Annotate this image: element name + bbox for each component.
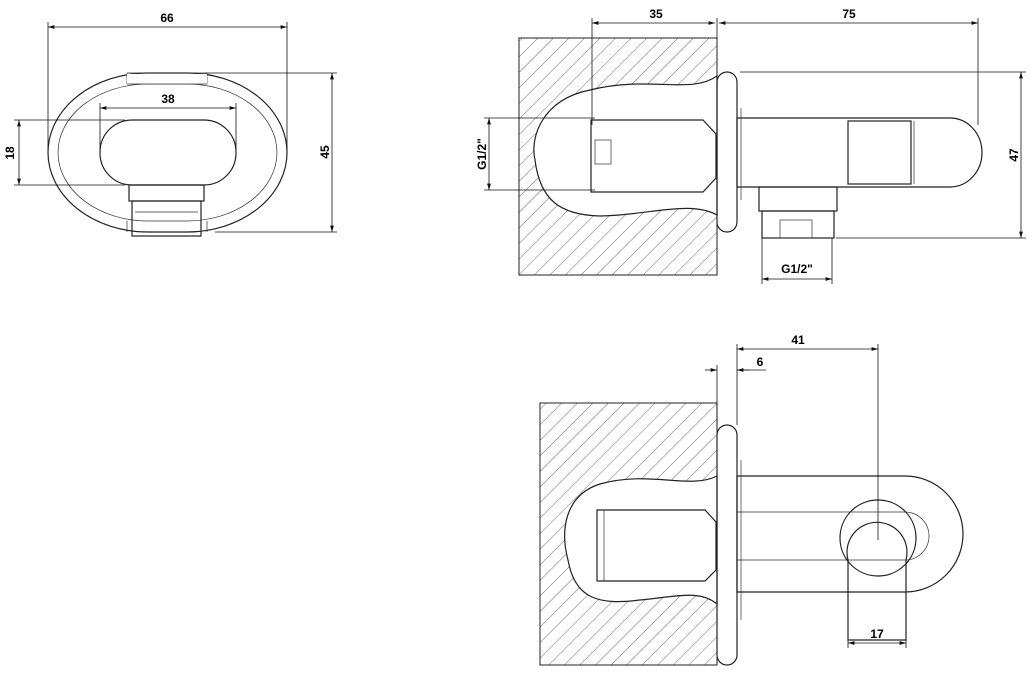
body [736,475,964,593]
dim-75: 75 [842,7,856,21]
dim-6: 6 [757,355,764,369]
dim-outlet-thread: G1/2" [781,262,813,276]
flange [716,424,738,666]
flange [716,71,738,233]
front-view: 66 38 18 45 [3,11,337,237]
body [736,117,983,188]
inlet-thread [596,509,717,582]
nut [131,200,202,237]
inlet-thread [590,119,717,193]
wall-cavity [533,74,718,217]
outlet-neck [758,186,838,212]
dim-47: 47 [1007,148,1021,162]
neck [128,184,205,202]
dim-45: 45 [318,145,332,159]
dim-inlet-thread: G1/2" [475,138,489,170]
dim-35: 35 [649,7,663,21]
dim-41: 41 [791,333,805,347]
outlet-face [99,119,237,186]
dim-18: 18 [3,146,17,160]
dim-66: 66 [160,11,174,25]
wall-cavity [564,475,718,606]
top-view: 41 6 17 [539,333,964,666]
dim-38: 38 [161,92,175,106]
side-view: 35 75 47 G1/2" G1/2" [475,7,1026,284]
dim-17: 17 [870,627,884,641]
outlet-nut [761,210,835,239]
band [847,120,912,185]
handle [846,521,908,641]
